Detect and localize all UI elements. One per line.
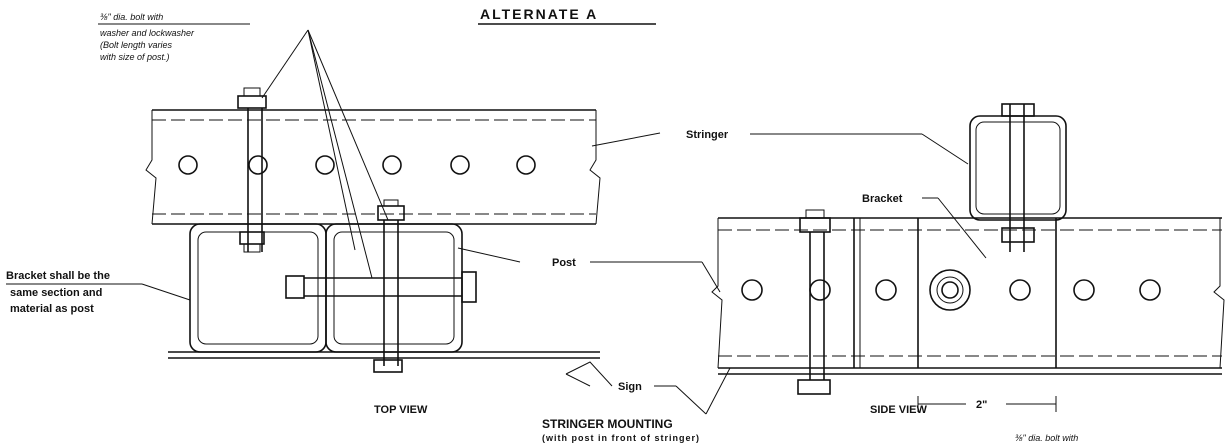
bracket-label: Bracket	[862, 193, 903, 205]
stringer-hole	[178, 155, 198, 175]
side-view-bracket	[917, 218, 1057, 368]
bolt-leader-lines	[261, 29, 389, 279]
bolt-note-line-3: (Bolt length varies	[100, 40, 173, 50]
sign-label: Sign	[618, 381, 642, 393]
bracket-washer	[929, 269, 971, 311]
sub-caption: (with post in front of stringer)	[542, 433, 700, 443]
post-hole	[875, 279, 897, 301]
bracket-note: Bracket shall be the same section and ma…	[6, 270, 191, 315]
stringer-callout: Stringer	[591, 129, 969, 165]
top-view-vertical-bolt	[237, 87, 267, 253]
stringer-label: Stringer	[686, 129, 729, 141]
side-view: Bracket 2"	[711, 103, 1225, 412]
top-view	[145, 87, 601, 373]
dimension-label: 2"	[976, 399, 987, 411]
bottom-bolt-note: ⅜" dia. bolt with	[1015, 433, 1078, 443]
side-view-vertical-bolt	[797, 209, 861, 395]
side-view-post	[711, 217, 1225, 369]
side-view-caption: SIDE VIEW	[870, 404, 927, 416]
drawing-title: ALTERNATE A	[480, 6, 598, 22]
top-view-horizontal-bolt	[285, 271, 477, 303]
bolt-note-line-2: washer and lockwasher	[100, 28, 195, 38]
top-view-bracket	[189, 223, 327, 353]
post-hole	[809, 279, 831, 301]
top-view-sign	[168, 351, 600, 359]
bracket-note-line-3: material as post	[10, 303, 94, 315]
stringer-hole	[450, 155, 470, 175]
stringer-hole	[382, 155, 402, 175]
main-caption: STRINGER MOUNTING	[542, 417, 673, 431]
bracket-leader	[141, 283, 191, 301]
post-hole	[1139, 279, 1161, 301]
sign-callout: Sign	[565, 361, 731, 415]
top-view-post	[325, 223, 463, 353]
top-view-caption: TOP VIEW	[374, 404, 428, 416]
stringer-hole	[248, 155, 268, 175]
top-view-post-bolt	[373, 199, 405, 373]
bracket-note-line-1: Bracket shall be the	[6, 270, 110, 282]
post-hole	[1009, 279, 1031, 301]
post-hole	[741, 279, 763, 301]
stringer-hole	[315, 155, 335, 175]
dimension-2in: 2"	[917, 396, 1057, 412]
bracket-note-line-2: same section and	[10, 287, 102, 299]
side-view-bracket-callout: Bracket	[862, 193, 987, 259]
bolt-note-line-4: with size of post.)	[100, 52, 170, 62]
bolt-note-line-1: ⅜" dia. bolt with	[100, 12, 163, 22]
top-view-stringer	[145, 109, 601, 225]
side-view-stringer-section	[969, 103, 1067, 252]
post-callout: Post	[457, 247, 721, 293]
bolt-note: ⅜" dia. bolt with washer and lockwasher …	[98, 12, 250, 62]
post-label: Post	[552, 257, 576, 269]
stringer-hole	[516, 155, 536, 175]
post-hole	[1073, 279, 1095, 301]
